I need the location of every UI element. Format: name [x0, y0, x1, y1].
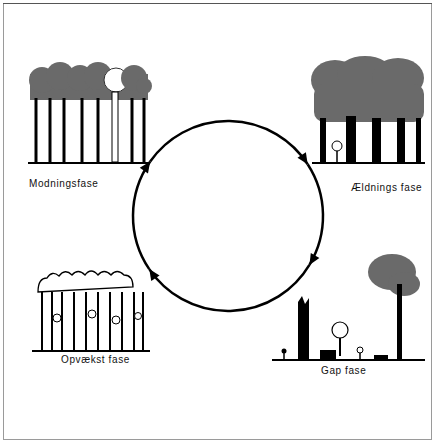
phase-label: Modningsfase: [28, 178, 99, 190]
cycle-arrow: [133, 162, 150, 270]
phase-label: Ældnings fase: [350, 182, 423, 194]
phase-group: Ældnings fase: [350, 58, 428, 194]
cycle-arrow: [149, 265, 309, 311]
gap-stand: [272, 254, 425, 360]
young-stand: [32, 271, 150, 351]
phase-label: Gap fase: [320, 365, 367, 377]
phase-group: Modningsfase: [28, 62, 152, 190]
old-stand: [311, 56, 425, 163]
cycle-arrow: [150, 121, 307, 164]
mature-stand: [28, 62, 152, 163]
phase-label: Opvækst fase: [60, 354, 131, 366]
phase-group: Opvækst fase: [60, 268, 154, 366]
phase-group: Gap fase: [320, 250, 426, 377]
cycle-arrow: [308, 164, 323, 265]
